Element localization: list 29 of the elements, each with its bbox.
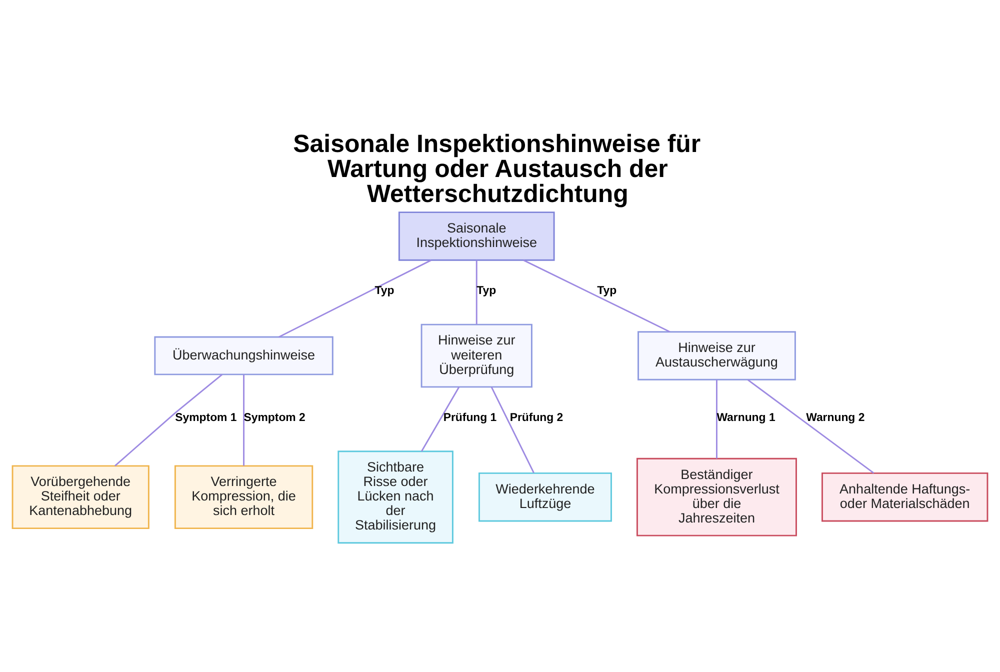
edge-label: Warnung 1 bbox=[716, 412, 776, 424]
connector bbox=[523, 260, 670, 332]
connector bbox=[747, 379, 874, 474]
connector bbox=[114, 374, 223, 466]
edge-label: Typ bbox=[374, 285, 394, 298]
edge-label: Prüfung 1 bbox=[443, 412, 497, 424]
node-box: Überwachungshinweise bbox=[154, 336, 334, 376]
node-box: Vorübergehende Steifheit oder Kantenabhebung bbox=[12, 465, 150, 530]
edge-label: Typ bbox=[476, 285, 496, 298]
connector bbox=[476, 260, 478, 324]
node-box: Sichtbare Risse oder Lücken nach der Stabilisierung bbox=[338, 450, 454, 544]
connector bbox=[278, 260, 432, 338]
diagram-title: Saisonale Inspektionshinweise für Wartung oder Austausch der Wetterschutzdichtung bbox=[293, 130, 701, 208]
edge-label: Typ bbox=[597, 285, 617, 298]
node-box: Beständiger Kompressionsverlust über die Jahreszeiten bbox=[636, 458, 797, 536]
edge-label: Prüfung 2 bbox=[510, 412, 564, 424]
edge-label: Symptom 2 bbox=[244, 412, 306, 424]
connector bbox=[716, 380, 718, 459]
edge-label: Warnung 2 bbox=[806, 412, 865, 424]
node-box: Saisonale Inspektionshinweise bbox=[398, 212, 555, 261]
connector bbox=[490, 386, 534, 474]
node-box: Wiederkehrende Luftzüge bbox=[478, 472, 612, 522]
edge-label: Symptom 1 bbox=[175, 412, 237, 424]
connector bbox=[420, 386, 460, 452]
node-box: Verringerte Kompression, die sich erholt bbox=[174, 465, 314, 530]
node-box: Hinweise zur Austauscherwägung bbox=[638, 331, 796, 380]
node-box: Hinweise zur weiteren Überprüfung bbox=[420, 324, 532, 388]
connector bbox=[243, 374, 245, 466]
node-box: Anhaltende Haftungs- oder Materialschäden bbox=[821, 472, 988, 522]
